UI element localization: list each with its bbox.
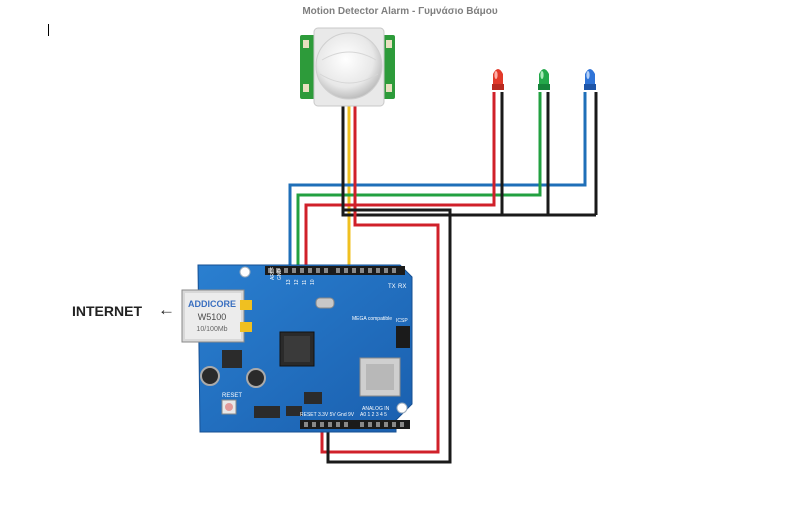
aref-label: AREF — [270, 267, 276, 280]
pin13-label: 13 — [286, 279, 292, 285]
internet-label: INTERNET — [72, 303, 142, 319]
wire-ground-bus — [341, 180, 596, 217]
gnd-label: GND — [277, 269, 283, 281]
wire-red-led — [304, 92, 496, 275]
blue-led — [584, 69, 596, 90]
mega-label: MEGA compatible — [352, 316, 392, 322]
pin10-label: 10 — [310, 279, 316, 285]
power-labels: RESET 3.3V 5V Gnd 9V — [300, 412, 355, 418]
analog-pin-labels: A0 1 2 3 4 5 — [360, 412, 387, 418]
pin11-label: 11 — [302, 280, 308, 285]
module-brand: ADDICORE — [188, 299, 236, 309]
rx-label: RX — [398, 284, 406, 290]
ethernet-shield — [197, 264, 413, 433]
internet-arrow-icon: ← — [158, 300, 175, 319]
ethernet-jack — [181, 289, 252, 343]
green-led — [538, 69, 550, 90]
analog-label: ANALOG IN — [362, 406, 390, 412]
wire-power-5v — [320, 180, 440, 454]
module-chip: W5100 — [198, 312, 227, 322]
pin12-label: 12 — [294, 279, 300, 285]
wire-ground-gnd — [326, 208, 452, 464]
diagram-title: Motion Detector Alarm - Γυμνάσιο Βάμου — [302, 6, 498, 17]
pir-sensor — [300, 27, 395, 107]
reset-label: RESET — [222, 393, 242, 399]
icsp-label: ICSP — [396, 318, 408, 324]
red-led — [492, 69, 504, 90]
module-speed: 10/100Mb — [196, 326, 227, 333]
tx-label: TX — [388, 284, 396, 290]
text-cursor — [48, 24, 49, 36]
wire-blue-led — [288, 92, 587, 275]
wire-green-led — [296, 92, 542, 275]
